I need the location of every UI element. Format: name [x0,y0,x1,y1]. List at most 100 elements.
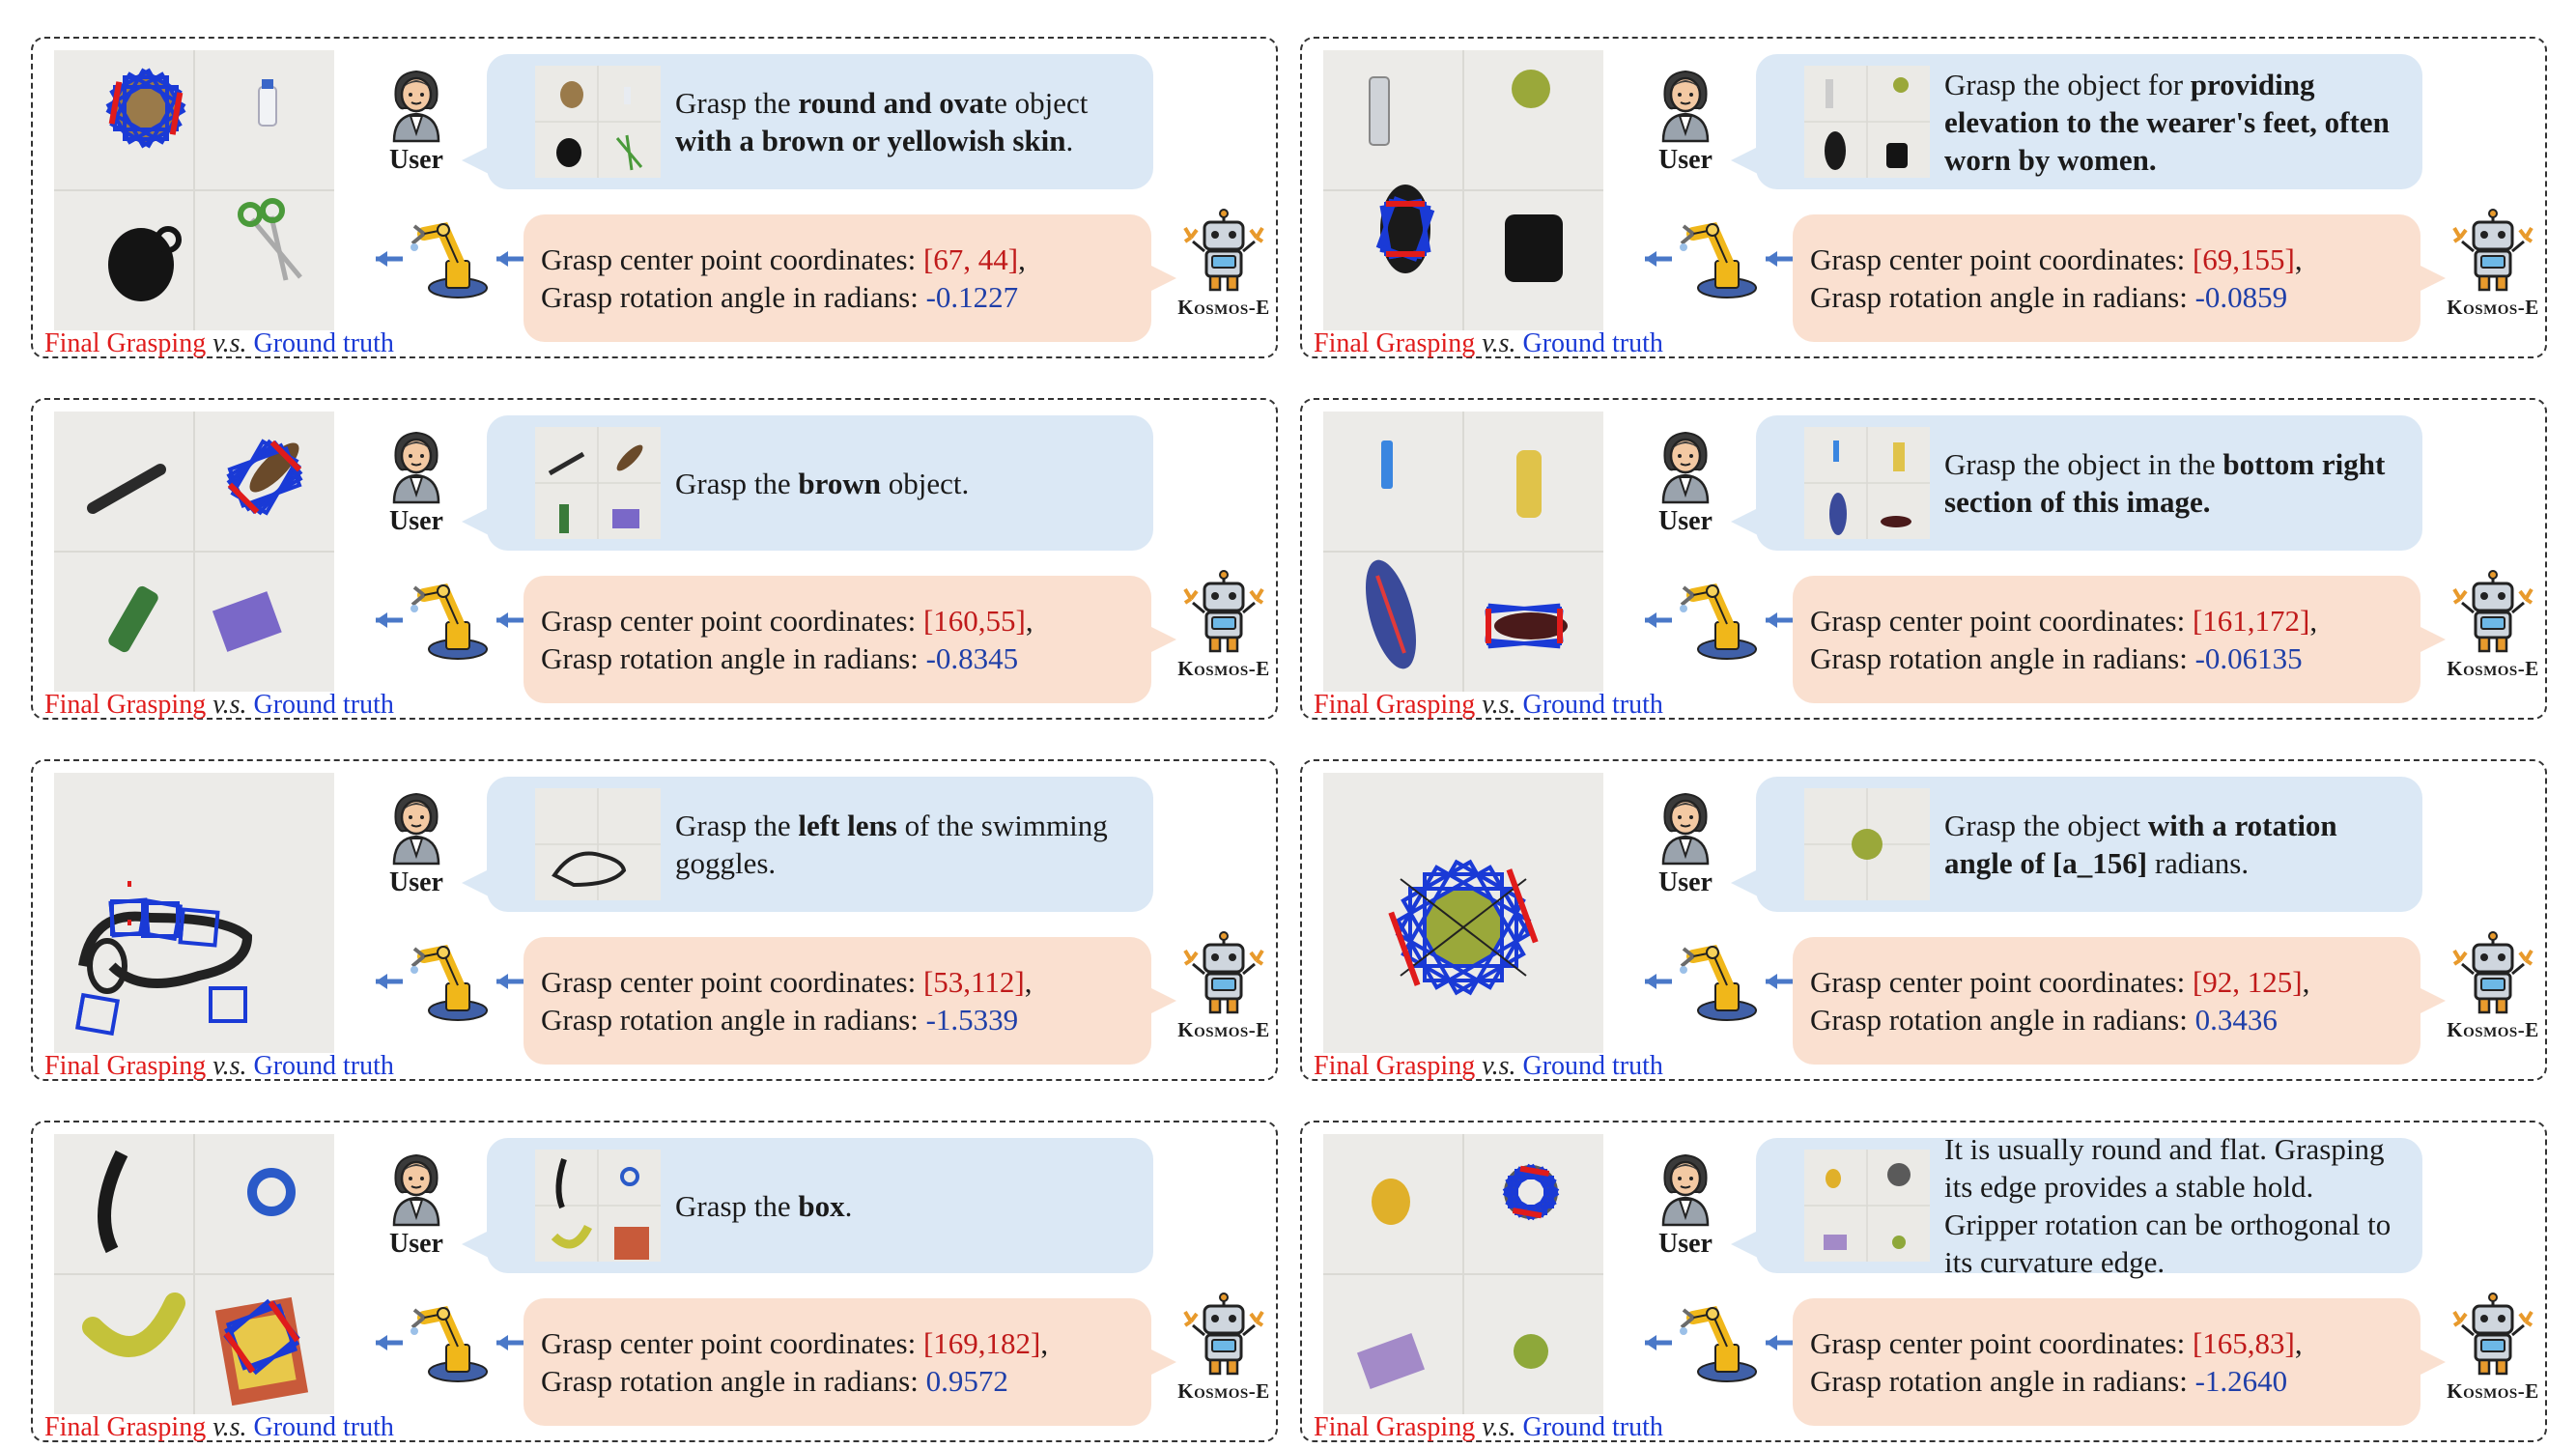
robot-arm [1635,1298,1799,1387]
user-instruction-bubble: It is usually round and flat. Grasping i… [1731,1132,2422,1279]
grasp-angle: 0.9572 [925,1364,1008,1398]
grasp-visualization [1323,50,1603,330]
instruction: Grasp the box. [675,1138,1130,1273]
grasp-visualization [54,1134,334,1414]
kosmos-label: Kosmos-E [2447,1379,2539,1403]
instruction-text: . [844,1188,853,1223]
instruction-text: Grasp the [675,809,799,842]
robot-arm-icon [1645,945,1795,1021]
robot-arm-icon [376,945,525,1021]
robot-arm-icon [1645,1306,1795,1382]
example-panel: Final Grasping v.s. Ground truth User Gr… [1300,398,2547,720]
user-label: User [389,1229,443,1259]
grasp-caption: Final Grasping v.s. Ground truth [44,1051,394,1082]
instruction-image [1804,788,1930,900]
angle-prefix: Grasp rotation angle in radians: [541,1003,926,1037]
grasp-angle: -1.5339 [925,1003,1019,1037]
kosmos-label: Kosmos-E [1177,1018,1270,1041]
user-instruction-bubble: Grasp the brown object. [462,415,1153,551]
grasp-scene-image [54,1134,334,1414]
grasp-angle: 0.3436 [2194,1003,2278,1037]
instruction-image [1804,1150,1930,1262]
kosmos-robot-icon [2452,931,2534,1014]
response-bubble: Grasp center point coordinates: [92, 125… [1793,937,2446,1065]
angle-prefix: Grasp rotation angle in radians: [1810,1003,2195,1037]
instruction-emphasis: bottom right section of this image. [1944,447,2386,519]
kosmos-robot-icon [2452,209,2534,292]
angle-prefix: Grasp rotation angle in radians: [541,641,926,675]
caption-vs: v.s. [212,1412,247,1442]
coord-prefix: Grasp center point coordinates: [541,604,923,638]
kosmos-agent: Kosmos-E [1171,209,1277,320]
caption-final-grasping: Final Grasping [44,328,207,358]
instruction-image-thumbnail [1804,788,1930,900]
user-instruction-bubble: Grasp the object for providing elevation… [1731,54,2422,189]
user-avatar: User [381,66,452,176]
instruction-image-thumbnail [535,1150,661,1262]
user-label: User [1658,506,1713,536]
instruction-text: Grasp the object for [1944,67,2191,101]
kosmos-agent: Kosmos-E [1171,570,1277,681]
grasp-angle: -0.8345 [925,641,1019,675]
user-avatar: User [381,788,452,898]
caption-ground-truth: Ground truth [1522,690,1663,720]
instruction-text: Grasp the [675,86,799,120]
grasp-coordinates: [92, 125] [2192,965,2303,999]
instruction-image [535,788,661,900]
grasp-visualization [54,773,334,1053]
response-bubble: Grasp center point coordinates: [160,55]… [524,576,1176,703]
grasp-scene-image [1323,50,1603,330]
instruction-emphasis: with a rotation angle of [a_156] [1944,809,2337,880]
user-label: User [1658,145,1713,175]
grasp-caption: Final Grasping v.s. Ground truth [1314,328,1663,359]
response-text: Grasp center point coordinates: [53,112]… [541,965,1033,1037]
user-avatar-icon [1661,431,1710,504]
caption-final-grasping: Final Grasping [44,690,207,720]
user-avatar-icon [1661,792,1710,866]
grasp-caption: Final Grasping v.s. Ground truth [1314,1051,1663,1082]
instruction: Grasp the object in the bottom right sec… [1944,415,2399,551]
instruction-image-thumbnail [1804,427,1930,539]
instruction-image [1804,66,1930,178]
response-bubble: Grasp center point coordinates: [161,172… [1793,576,2446,703]
grasp-caption: Final Grasping v.s. Ground truth [44,690,394,721]
user-avatar-icon [392,431,440,504]
instruction-text: Grasp the object in the [1944,447,2223,481]
caption-vs: v.s. [212,1051,247,1081]
grasp-visualization [1323,773,1603,1053]
instruction-image [1804,427,1930,539]
caption-ground-truth: Ground truth [253,328,394,358]
robot-arm [1635,214,1799,303]
grasp-angle: -0.0859 [2194,280,2288,314]
instruction-text: radians. [2147,846,2250,880]
instruction-image-thumbnail [535,427,661,539]
grasp-coordinates: [165,83] [2192,1326,2295,1360]
kosmos-label: Kosmos-E [1177,1379,1270,1403]
angle-prefix: Grasp rotation angle in radians: [541,280,926,314]
kosmos-label: Kosmos-E [2447,296,2539,319]
response-bubble: Grasp center point coordinates: [67, 44]… [524,214,1176,342]
instruction: It is usually round and flat. Grasping i… [1944,1132,2399,1279]
coord-prefix: Grasp center point coordinates: [1810,242,2193,276]
response-text: Grasp center point coordinates: [69,155]… [1810,242,2303,314]
grasp-visualization [1323,1134,1603,1414]
instruction-image-thumbnail [535,788,661,900]
angle-prefix: Grasp rotation angle in radians: [1810,641,2195,675]
grasp-coordinates: [161,172] [2192,604,2310,638]
instruction: Grasp the left lens of the swimming gogg… [675,777,1130,912]
instruction-text: . [1065,124,1074,157]
kosmos-robot-icon [2452,570,2534,653]
instruction: Grasp the round and ovate object with a … [675,54,1130,189]
example-panel: Final Grasping v.s. Ground truth User It… [1300,1121,2547,1442]
grasp-coordinates: [160,55] [922,604,1026,638]
coord-prefix: Grasp center point coordinates: [1810,604,2193,638]
robot-arm [366,937,530,1026]
instruction-image-thumbnail [1804,1150,1930,1262]
instruction-text: It is usually round and flat. Grasping i… [1944,1132,2392,1279]
user-label: User [1658,867,1713,897]
instruction-image [535,66,661,178]
robot-arm-icon [1645,222,1795,298]
example-panel: Final Grasping v.s. Ground truth User Gr… [31,37,1278,358]
grasp-caption: Final Grasping v.s. Ground truth [44,328,394,359]
coord-prefix: Grasp center point coordinates: [1810,1326,2193,1360]
